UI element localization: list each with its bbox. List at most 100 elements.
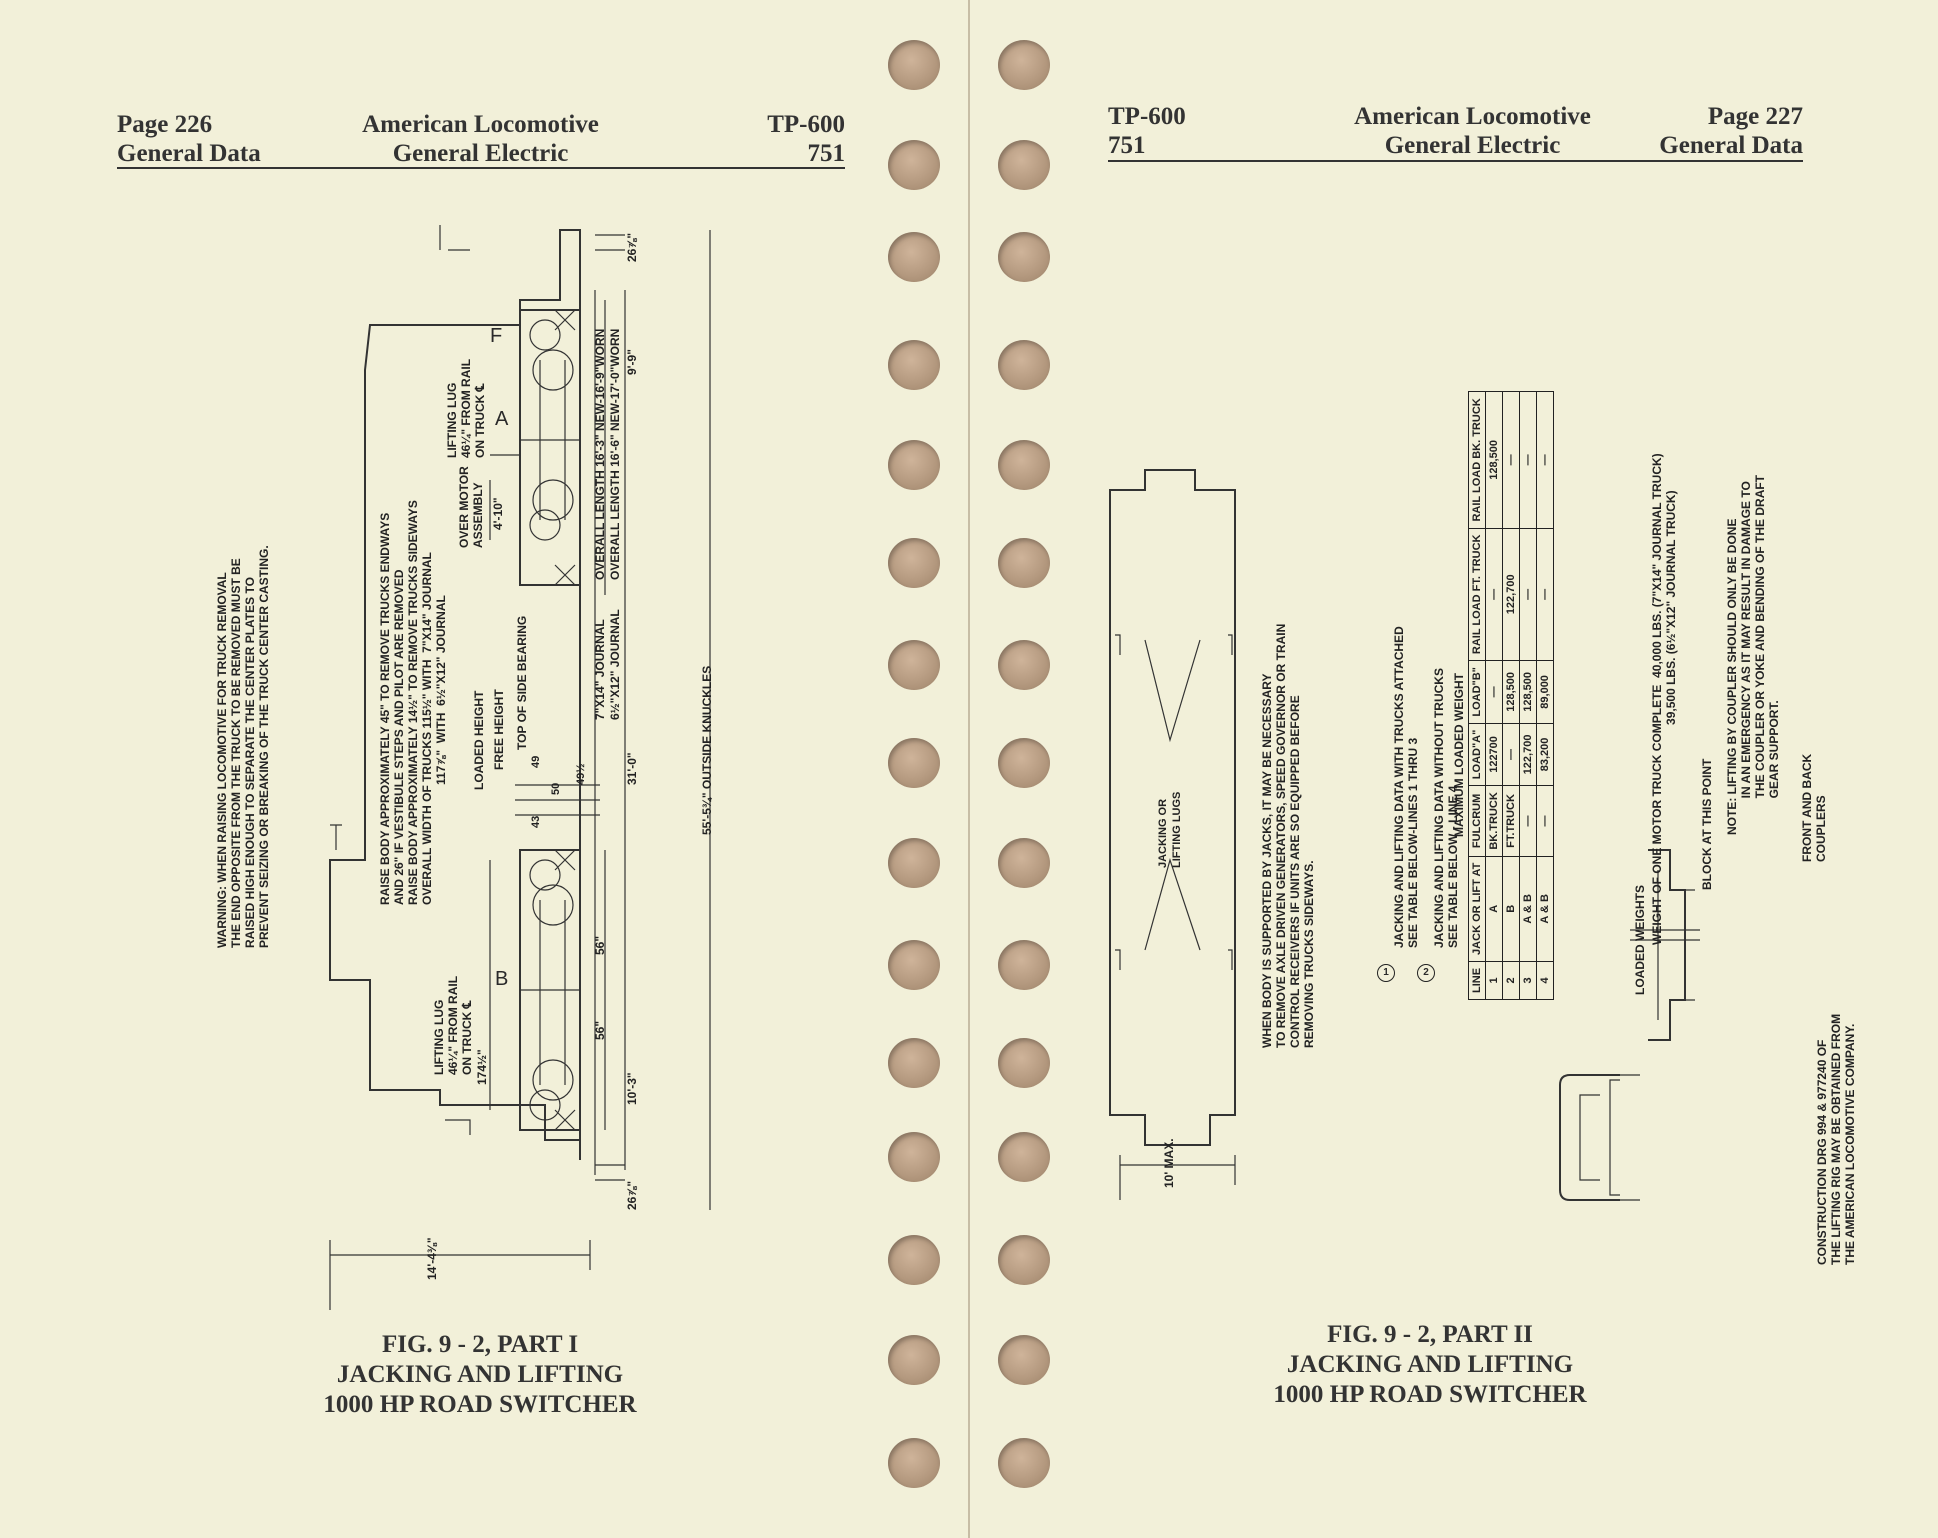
jacking-lugs-label: JACKING OR LIFTING LUGS [1157,791,1183,868]
overall-length-1: OVERALL LENGTH 16'-3" NEW-16'-9"WORN [593,328,607,580]
side-bearing-label: TOP OF SIDE BEARING [515,615,529,750]
binder-hole [888,838,940,888]
note-2-marker: 2 [1417,964,1435,982]
doc-code-right: TP-600 751 [1108,103,1186,159]
binder-hole [888,440,940,490]
dim-14-4: 14'-4⅜" [425,1237,439,1280]
loaded-weight-table: LINE JACK OR LIFT AT FULCRUM LOAD"A" LOA… [1468,391,1554,1000]
note-1-marker: 1 [1377,964,1395,982]
plan-view-drawing [1109,469,1700,1201]
table-title: MAXIMUM LOADED WEIGHT [1452,673,1466,837]
block-point-label: BLOCK AT THIS POINT [1700,758,1714,890]
table-cell: — [1519,391,1537,529]
table-cell: — [1485,528,1503,661]
right-page: TP-600 751 American Locomotive General E… [970,0,1938,1538]
table-header: LINE [1468,961,1486,1000]
table-cell: 1 [1485,961,1503,1000]
construction-note: CONSTRUCTION DRG 994 & 977240 OF THE LIF… [1815,1013,1857,1265]
binder-hole [888,140,940,190]
page-number-left: Page 226 General Data [117,111,261,167]
table-header-row: LINE JACK OR LIFT AT FULCRUM LOAD"A" LOA… [1468,391,1486,1000]
dim-10-3: 10'-3" [625,1072,639,1105]
loaded-height-label: LOADED HEIGHT [472,690,486,790]
binder-hole [888,1335,940,1385]
table-header: JACK OR LIFT AT [1468,856,1486,962]
table-cell: 89,000 [1536,660,1554,724]
binder-hole [998,1438,1050,1488]
outside-knuckles-dimension: 55'-5¾" OUTSIDE KNUCKLES [700,665,714,835]
note-1-text: JACKING AND LIFTING DATA WITH TRUCKS ATT… [1392,626,1420,948]
table-cell: 128,500 [1519,660,1537,724]
binder-hole [998,838,1050,888]
binder-hole [998,738,1050,788]
binder-hole [888,538,940,588]
binder-hole [998,340,1050,390]
binder-hole [998,1235,1050,1285]
table-cell: — [1502,723,1520,786]
table-cell: — [1502,391,1520,529]
locomotive-side-drawing [329,225,711,1310]
binder-hole [888,1235,940,1285]
left-page: Page 226 General Data American Locomotiv… [0,0,968,1538]
coupler-note: NOTE: LIFTING BY COUPLER SHOULD ONLY BE … [1725,474,1781,835]
table-header: FULCRUM [1468,785,1486,857]
dim-56-b: 56" [593,1020,607,1040]
table-cell: 83,200 [1536,723,1554,786]
table-cell: 122700 [1485,723,1503,786]
table-row: 1 A BK.TRUCK 122700 — — 128,500 [1485,391,1503,1000]
dim-49: 49 [530,755,542,768]
binder-hole [998,940,1050,990]
table-row: 2 B FT.TRUCK — 128,500 122,700 — [1502,391,1520,1000]
table-cell: — [1536,785,1554,857]
binder-hole [998,1335,1050,1385]
table-cell: B [1502,856,1520,962]
company-header-right: American Locomotive General Electric [1354,103,1591,159]
overall-length-2: OVERALL LENGTH 16'-6" NEW-17'-0"WORN [608,328,622,580]
binder-hole [998,140,1050,190]
header-rule-right [1108,160,1803,162]
binder-hole [998,232,1050,282]
table-cell: BK.TRUCK [1485,785,1503,857]
binder-hole [998,1038,1050,1088]
table-cell: 4 [1536,961,1554,1000]
page-number-right: Page 227 General Data [1659,103,1803,159]
dim-9-9: 9'-9" [625,349,639,375]
binder-hole [888,640,940,690]
dim-31-0: 31'-0" [625,752,639,785]
letter-b: B [495,968,509,990]
doc-code-left: TP-600 751 [767,111,845,167]
journal-2-label: 6½"X12" JOURNAL [608,609,622,720]
table-header: RAIL LOAD BK. TRUCK [1468,391,1486,529]
lifting-lug-a-label: LIFTING LUG 46¼" FROM RAIL ON TRUCK ℄ [445,358,487,458]
header-rule-left [117,167,845,169]
table-cell: 128,500 [1502,660,1520,724]
front-truck [519,309,581,586]
binder-hole [888,1132,940,1182]
rear-truck [519,849,581,1131]
table-cell: A & B [1536,856,1554,962]
lifting-lug-b-label: LIFTING LUG 46¼" FROM RAIL ON TRUCK ℄ [432,975,474,1075]
table-cell: — [1519,528,1537,661]
figure-caption-left: FIG. 9 - 2, PART I JACKING AND LIFTING 1… [323,1331,637,1418]
warning-note: WARNING: WHEN RAISING LOCOMOTIVE FOR TRU… [215,545,271,948]
binder-hole [888,738,940,788]
letter-a: A [495,408,509,430]
table-cell: 122,700 [1502,528,1520,661]
table-cell: — [1485,660,1503,724]
loaded-weights-label: LOADED WEIGHTS [1633,885,1647,995]
table-header: LOAD"A" [1468,723,1486,786]
couplers-label: FRONT AND BACK COUPLERS [1800,753,1828,862]
figure-caption-right: FIG. 9 - 2, PART II JACKING AND LIFTING … [1273,1321,1587,1408]
binder-hole [998,538,1050,588]
table-cell: A & B [1519,856,1537,962]
table-cell: FT.TRUCK [1502,785,1520,857]
table-cell: 3 [1519,961,1537,1000]
max-dimension: 10' MAX. [1162,1138,1176,1188]
over-motor-label: OVER MOTOR ASSEMBLY [457,466,485,548]
binder-hole [888,340,940,390]
journal-1-label: 7"X14" JOURNAL [593,619,607,720]
dim-43: 43 [530,815,542,828]
jack-support-note: WHEN BODY IS SUPPORTED BY JACKS, IT MAY … [1260,623,1316,1048]
dim-4-10: 4'-10" [491,497,505,530]
table-cell: — [1536,528,1554,661]
